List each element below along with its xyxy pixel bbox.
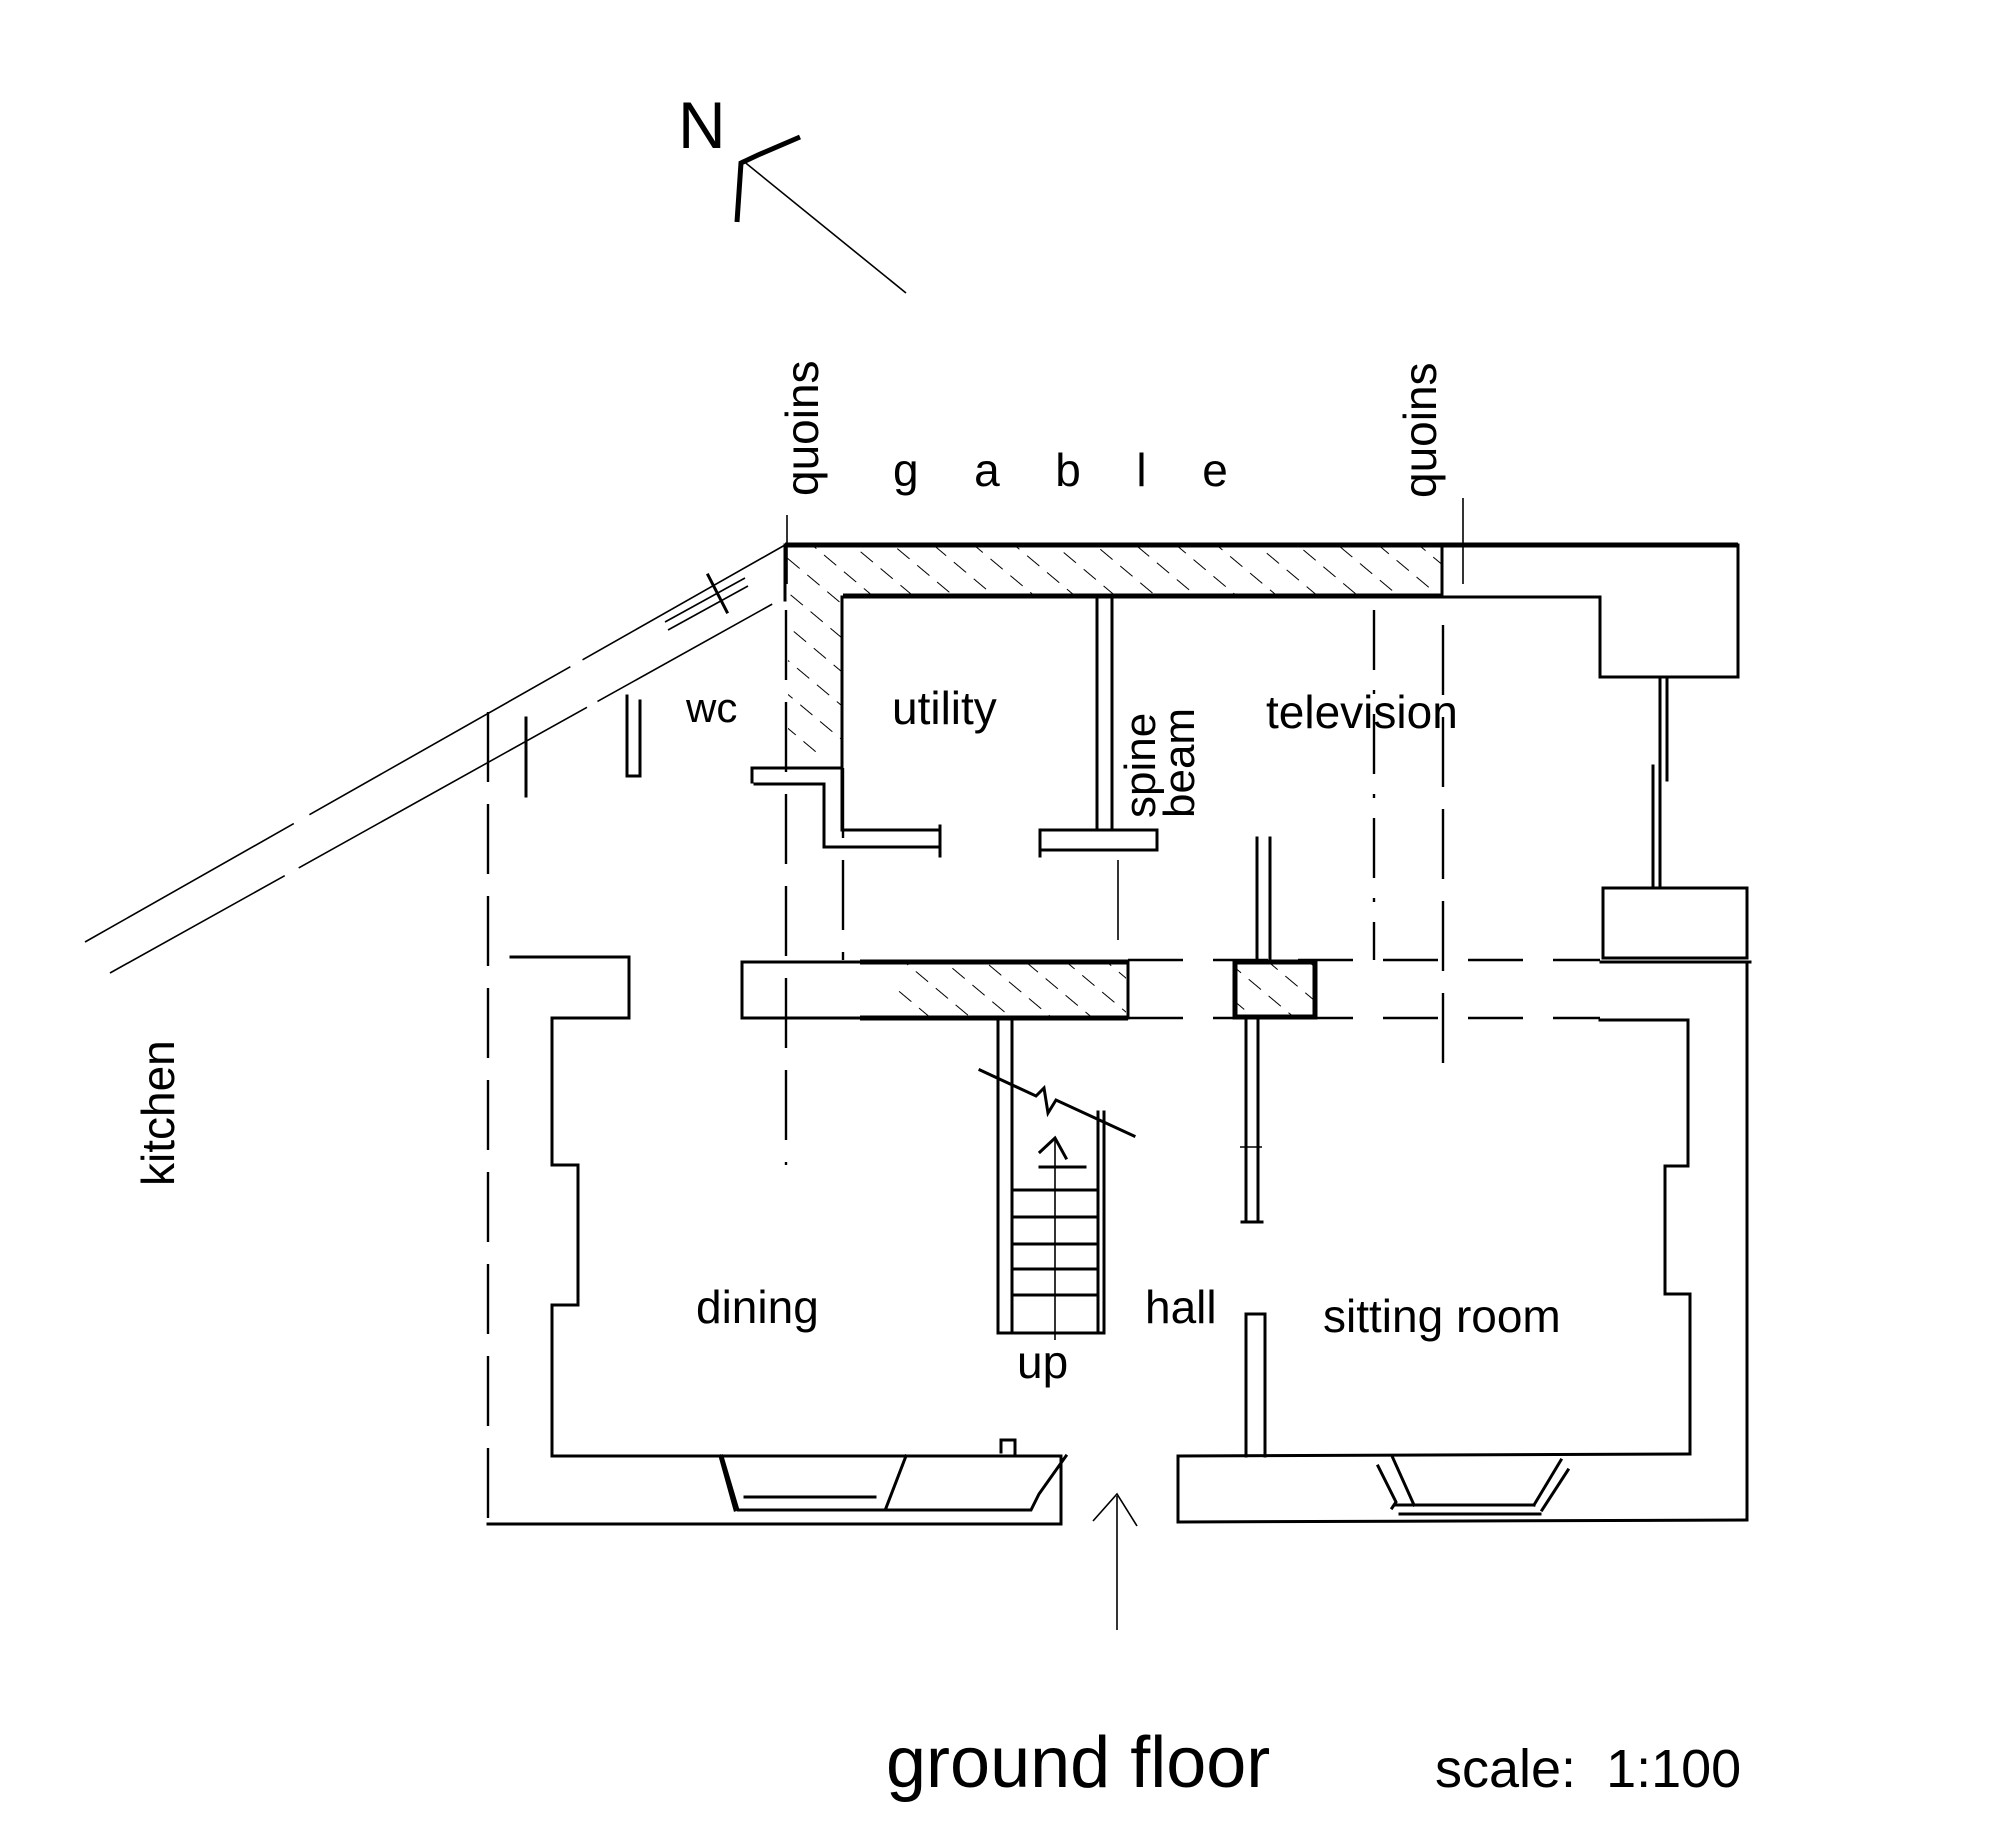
gable-label: g a b l e	[893, 444, 1238, 496]
room-label-television: television	[1266, 686, 1458, 738]
room-label-kitchen: kitchen	[132, 1040, 184, 1186]
room-label-wc: wc	[685, 684, 737, 731]
room-label-dining: dining	[696, 1281, 819, 1333]
wc-utility-partitions	[750, 766, 942, 858]
north-label: N	[678, 88, 726, 162]
hall-partitions	[1240, 1016, 1267, 1458]
sitting-room-wall	[1176, 960, 1749, 1524]
gable-wall	[783, 542, 1738, 770]
spine-beam-partition	[1038, 595, 1159, 940]
entrance-arrow-icon	[1092, 1492, 1138, 1630]
right-outshot	[1598, 543, 1752, 964]
spine-label: spine	[1116, 713, 1165, 818]
drawing-title: ground floor	[886, 1723, 1270, 1803]
beam-label: beam	[1155, 708, 1204, 818]
room-label-utility: utility	[892, 682, 997, 734]
north-arrow-icon	[734, 134, 907, 294]
stairs-up-label: up	[1017, 1336, 1068, 1388]
room-label-sitting-room: sitting room	[1323, 1290, 1561, 1342]
staircase	[978, 1016, 1136, 1335]
quoins-right-label: quoins	[1394, 362, 1446, 498]
stair-direction-icon	[1037, 1135, 1069, 1340]
quoins-left-label: quoins	[776, 360, 828, 496]
dining-wall	[486, 955, 1069, 1526]
room-label-hall: hall	[1145, 1281, 1217, 1333]
drawing-scale: scale: 1:100	[1435, 1739, 1741, 1799]
kitchen-wall	[84, 544, 786, 974]
central-cross-wall	[740, 836, 1318, 1021]
